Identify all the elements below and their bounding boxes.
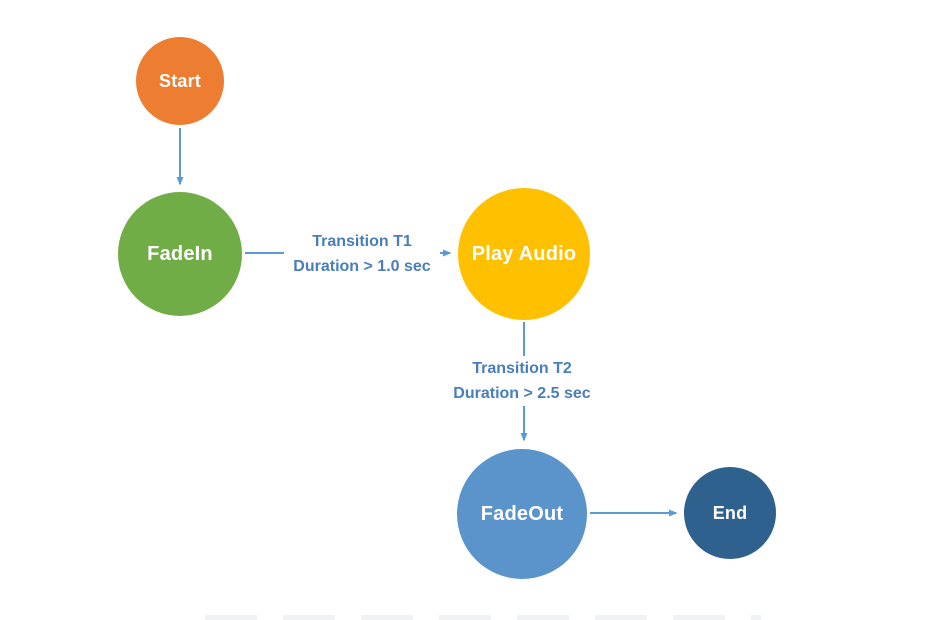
transition-t2-condition: Duration > 2.5 sec [453, 385, 591, 402]
transition-t1-condition: Duration > 1.0 sec [293, 258, 431, 275]
node-start-label: Start [158, 70, 201, 91]
node-fadeout: FadeOut [457, 449, 587, 579]
node-play-audio-label: Play Audio [471, 242, 577, 265]
node-start: Start [136, 37, 224, 125]
node-fadein: FadeIn [118, 192, 242, 316]
transition-t2-name: Transition T2 [472, 360, 572, 377]
node-play-audio: Play Audio [458, 188, 590, 320]
transition-t2-label: Transition T2 Duration > 2.5 sec [444, 356, 600, 406]
cropped-watermark-remnant [205, 615, 761, 620]
node-fadeout-label: FadeOut [480, 502, 564, 525]
transition-t1-label: Transition T1 Duration > 1.0 sec [284, 229, 440, 279]
node-end-label: End [712, 502, 748, 523]
node-end: End [684, 467, 776, 559]
node-fadein-label: FadeIn [147, 242, 213, 265]
transition-t1-name: Transition T1 [312, 233, 412, 250]
